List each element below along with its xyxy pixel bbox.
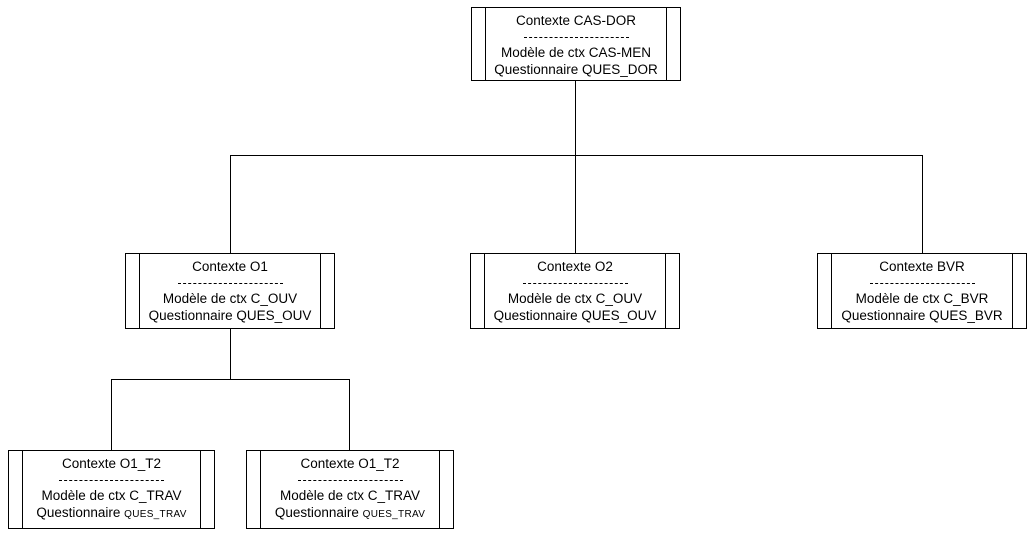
questionnaire-label: Questionnaire (274, 505, 359, 520)
node-contexte-o1: Contexte O1 Modèle de ctx C_OUV Question… (125, 253, 335, 329)
node-questionnaire-text: Questionnaire QUES_BVR (818, 307, 1026, 324)
edge-drop-to-t2-left (111, 379, 112, 450)
questionnaire-value: QUES_DOR (582, 62, 658, 77)
node-contexte-bvr: Contexte BVR Modèle de ctx C_BVR Questio… (817, 253, 1027, 329)
divider-line (297, 480, 403, 481)
node-side-compartment-line (665, 254, 666, 328)
node-side-compartment-line (320, 254, 321, 328)
divider-line (522, 283, 628, 284)
node-title: Contexte CAS-DOR (515, 13, 637, 28)
questionnaire-label: Questionnaire (841, 308, 926, 323)
node-contexte-o1-t2-right: Contexte O1_T2 Modèle de ctx C_TRAV Ques… (246, 450, 454, 529)
edge-drop-to-t2-right (349, 379, 350, 450)
node-side-compartment-line (139, 254, 140, 328)
node-side-compartment-line (1012, 254, 1013, 328)
node-model-text: Modèle de ctx C_TRAV (41, 488, 182, 503)
questionnaire-label: Questionnaire (493, 308, 578, 323)
node-questionnaire-text: Questionnaire QUES_OUV (126, 307, 334, 324)
questionnaire-value: QUES_OUV (236, 308, 312, 323)
node-model-text: Modèle de ctx C_BVR (855, 291, 989, 306)
questionnaire-label: Questionnaire (494, 62, 579, 77)
questionnaire-value: QUES_TRAV (362, 509, 426, 520)
questionnaire-value: QUES_TRAV (124, 509, 187, 520)
edge-o1-to-level2 (230, 329, 231, 379)
node-side-compartment-line (831, 254, 832, 328)
node-contexte-o1-t2-left: Contexte O1_T2 Modèle de ctx C_TRAV Ques… (8, 450, 215, 529)
questionnaire-label: Questionnaire (148, 308, 233, 323)
edge-root-to-level1 (575, 81, 576, 253)
node-model-text: Modèle de ctx C_OUV (162, 291, 298, 306)
node-title: Contexte BVR (879, 259, 965, 274)
node-side-compartment-line (22, 451, 23, 528)
node-questionnaire-text: Questionnaire QUES_TRAV (9, 504, 214, 523)
questionnaire-label: Questionnaire (36, 505, 121, 520)
node-side-compartment-line (439, 451, 440, 528)
node-title: Contexte O1_T2 (300, 456, 400, 471)
divider-line (59, 480, 164, 481)
node-side-compartment-line (666, 8, 667, 80)
node-questionnaire-text: Questionnaire QUES_DOR (472, 61, 680, 78)
questionnaire-value: QUES_OUV (581, 308, 657, 323)
node-model-text: Modèle de ctx CAS-MEN (500, 45, 652, 60)
node-side-compartment-line (260, 451, 261, 528)
node-model-text: Modèle de ctx C_TRAV (279, 488, 421, 503)
questionnaire-value: QUES_BVR (929, 308, 1003, 323)
node-contexte-cas-dor: Contexte CAS-DOR Modèle de ctx CAS-MEN Q… (471, 7, 681, 81)
divider-line (177, 283, 283, 284)
edge-drop-to-o1 (230, 155, 231, 253)
node-model-text: Modèle de ctx C_OUV (507, 291, 643, 306)
edge-level2-bus (111, 379, 350, 380)
node-contexte-o2: Contexte O2 Modèle de ctx C_OUV Question… (470, 253, 680, 329)
node-side-compartment-line (485, 8, 486, 80)
node-questionnaire-text: Questionnaire QUES_OUV (471, 307, 679, 324)
node-questionnaire-text: Questionnaire QUES_TRAV (247, 504, 453, 523)
node-title: Contexte O2 (537, 259, 613, 274)
edge-drop-to-bvr (922, 155, 923, 253)
divider-line (523, 37, 629, 38)
node-title: Contexte O1 (192, 259, 268, 274)
edge-level1-bus (230, 155, 923, 156)
node-side-compartment-line (200, 451, 201, 528)
node-side-compartment-line (484, 254, 485, 328)
node-title: Contexte O1_T2 (61, 456, 162, 471)
divider-line (869, 283, 975, 284)
